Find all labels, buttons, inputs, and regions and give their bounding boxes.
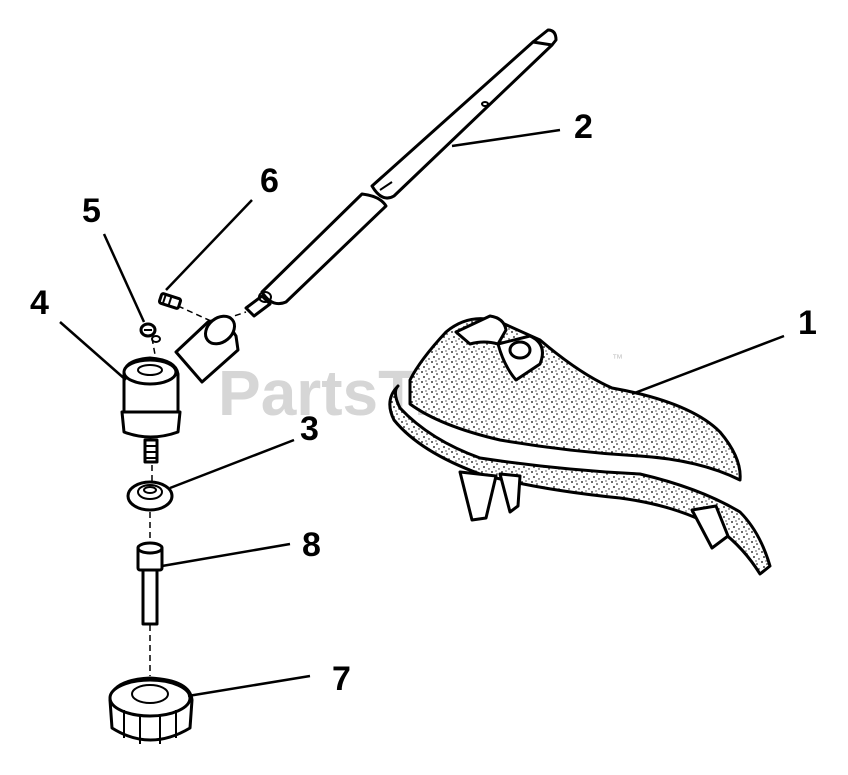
callout-4: 4 — [30, 284, 49, 322]
callout-5: 5 — [82, 192, 101, 230]
leader-line-1 — [631, 334, 785, 396]
spacer-washer-icon — [126, 480, 174, 512]
leader-line-4 — [59, 321, 127, 381]
leader-line-5 — [102, 233, 146, 323]
callout-8: 8 — [302, 526, 321, 564]
leader-line-6 — [165, 199, 253, 291]
bolt-icon — [157, 292, 183, 310]
leader-line-3 — [169, 438, 295, 490]
callout-7: 7 — [332, 660, 351, 698]
callout-6: 6 — [260, 162, 279, 200]
drive-shaft-tube-icon — [244, 28, 558, 318]
callout-1: 1 — [798, 304, 817, 342]
leader-line-2 — [451, 128, 561, 148]
screw-icon — [139, 322, 161, 343]
leader-line-8 — [161, 542, 291, 568]
spool-knob-icon — [108, 676, 194, 744]
spacer-sleeve-icon — [136, 541, 164, 626]
leader-line-7 — [187, 674, 311, 698]
callout-3: 3 — [300, 410, 319, 448]
trimmer-shield-icon — [388, 314, 772, 576]
gearbox-head-icon — [120, 314, 240, 464]
callout-2: 2 — [574, 108, 593, 146]
watermark-trademark: ™ — [612, 353, 623, 365]
